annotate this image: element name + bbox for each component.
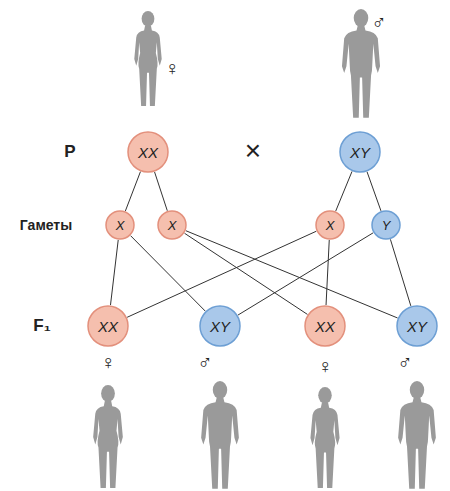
sex-symbol: ♂ bbox=[198, 351, 213, 374]
inheritance-line bbox=[155, 172, 168, 211]
genotype-circle: XY bbox=[199, 305, 241, 347]
generation-label: P bbox=[64, 142, 75, 162]
inheritance-line bbox=[326, 240, 329, 305]
sex-symbol: ♀ bbox=[165, 57, 180, 80]
sex-symbol: ♀ bbox=[101, 351, 116, 374]
male-figure bbox=[201, 381, 239, 489]
sex-symbol: ♂ bbox=[372, 11, 387, 34]
circle-shape bbox=[305, 306, 345, 346]
circle-shape bbox=[158, 211, 186, 239]
genotype-text: X bbox=[116, 218, 125, 233]
genotype-circle: XX bbox=[304, 305, 346, 347]
genotype-text: XX bbox=[98, 318, 118, 335]
gamete-circle: X bbox=[157, 210, 187, 240]
female-figure bbox=[134, 11, 161, 106]
inheritance-line bbox=[127, 231, 316, 317]
circle-shape bbox=[340, 132, 380, 172]
genotype-circle: XX bbox=[127, 131, 169, 173]
sex-symbol: ♀ bbox=[318, 355, 333, 378]
genotype-text: X bbox=[168, 218, 177, 233]
genotype-circle: XX bbox=[87, 305, 129, 347]
generation-label: F₁ bbox=[33, 316, 50, 336]
inheritance-line bbox=[238, 233, 373, 315]
inheritance-line bbox=[390, 239, 410, 306]
inheritance-line bbox=[131, 236, 206, 311]
genotype-text: XY bbox=[350, 144, 370, 161]
male-figure bbox=[398, 381, 436, 489]
inheritance-line bbox=[336, 171, 352, 211]
gamete-circle: X bbox=[105, 210, 135, 240]
circle-shape bbox=[200, 306, 240, 346]
female-figure bbox=[310, 387, 339, 488]
circle-shape bbox=[88, 306, 128, 346]
genotype-circle: XY bbox=[339, 131, 381, 173]
inheritance-line bbox=[186, 231, 398, 318]
circle-shape bbox=[372, 211, 400, 239]
inheritance-line bbox=[110, 240, 118, 305]
circle-shape bbox=[397, 306, 437, 346]
genotype-circle: XY bbox=[396, 305, 438, 347]
circle-shape bbox=[316, 211, 344, 239]
sex-symbol: ♂ bbox=[398, 351, 413, 374]
row-label: Гаметы bbox=[20, 217, 72, 233]
gamete-circle: X bbox=[315, 210, 345, 240]
inheritance-line bbox=[185, 233, 308, 314]
genotype-text: XY bbox=[407, 318, 427, 335]
circle-shape bbox=[128, 132, 168, 172]
genotype-text: XX bbox=[138, 144, 158, 161]
circle-shape bbox=[106, 211, 134, 239]
genotype-text: XY bbox=[210, 318, 230, 335]
genotype-text: Y bbox=[382, 218, 391, 233]
inheritance-line bbox=[125, 172, 140, 211]
cross-sign: × bbox=[245, 135, 261, 167]
inheritance-line bbox=[367, 172, 381, 211]
genotype-text: X bbox=[326, 218, 335, 233]
female-figure bbox=[93, 385, 123, 488]
gamete-circle: Y bbox=[371, 210, 401, 240]
genotype-text: XX bbox=[315, 318, 335, 335]
